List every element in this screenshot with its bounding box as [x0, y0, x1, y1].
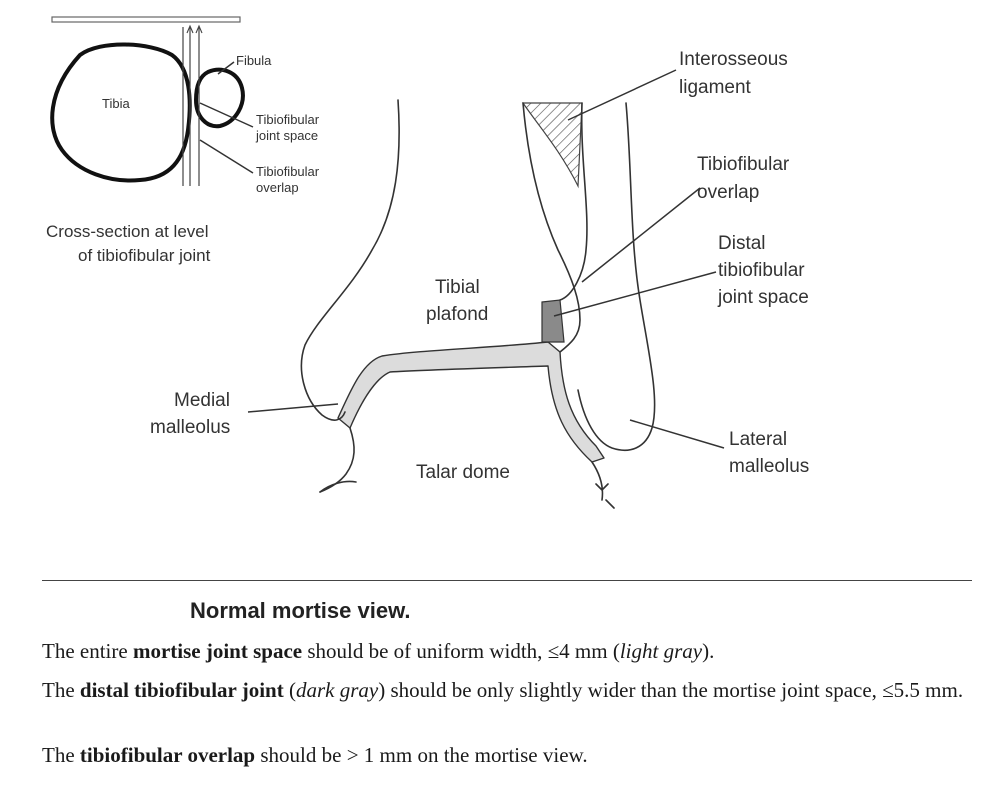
- distal-joint-leader: [553, 271, 717, 317]
- cap3-a: The: [42, 743, 80, 767]
- cap2-b: distal tibiofibular joint: [79, 678, 284, 702]
- talar-dome-label: Talar dome: [416, 462, 510, 483]
- distal-label-1: Distal: [718, 233, 766, 254]
- caption-title: Normal mortise view.: [190, 598, 411, 623]
- inset-joint-space-label-2: joint space: [255, 128, 318, 143]
- interosseous-label-1: Interosseous: [679, 49, 788, 70]
- fibula-outer-line: [577, 102, 656, 452]
- cap1-e: ).: [702, 639, 715, 663]
- fibula-label: Fibula: [236, 53, 272, 68]
- fibula-leader: [217, 61, 235, 75]
- cap1-b: mortise joint space: [132, 639, 303, 663]
- overlap-label-2: overlap: [697, 182, 759, 203]
- tibia-label: Tibia: [102, 96, 130, 111]
- plafond-label-1: Tibial: [435, 277, 480, 298]
- cap3-b: tibiofibular overlap: [79, 743, 256, 767]
- inset-overlap-leader: [199, 139, 254, 174]
- fibula-inner-line: [522, 102, 581, 353]
- caption-line-2: The distal tibiofibular joint (dark gray…: [42, 677, 972, 703]
- interosseous-ligament: [521, 102, 583, 189]
- plafond-label-2: plafond: [426, 304, 488, 325]
- cross-section-inset: Tibia Fibula Tibiofibular joint space Ti…: [46, 16, 320, 265]
- cap1-c: should be of uniform width, ≤4 mm (: [302, 639, 620, 663]
- caption-line-1: The entire mortise joint space should be…: [42, 638, 972, 664]
- cap2-c: (: [283, 678, 296, 702]
- interosseous-leader: [567, 69, 677, 121]
- mortise-view: Interosseous ligament Tibiofibular overl…: [150, 49, 809, 509]
- medial-label-2: malleolus: [150, 417, 230, 438]
- ankle-mortise-diagram: Tibia Fibula Tibiofibular joint space Ti…: [46, 16, 809, 509]
- distal-label-3: joint space: [717, 287, 809, 308]
- cap2-d: dark gray: [295, 678, 379, 702]
- tibia-lateral-line: [559, 102, 588, 301]
- inset-top-bar: [51, 16, 241, 23]
- cap3-c: should be > 1 mm on the mortise view.: [255, 743, 588, 767]
- fibula-cross-section: [194, 67, 245, 129]
- projection-arrow-1: [186, 24, 194, 34]
- tibia-outline: [300, 99, 400, 421]
- inset-caption-line-2: of tibiofibular joint: [78, 246, 211, 265]
- inset-overlap-label-1: Tibiofibular: [256, 164, 320, 179]
- inset-caption-line-1: Cross-section at level: [46, 222, 209, 241]
- joint-space-leader: [199, 102, 254, 128]
- caption-divider: [42, 580, 972, 581]
- lateral-leader: [629, 419, 725, 449]
- inset-overlap-label-2: overlap: [256, 180, 299, 195]
- cap1-a: The entire: [42, 639, 133, 663]
- talus-right: [591, 461, 615, 509]
- lateral-label-2: malleolus: [729, 456, 809, 477]
- overlap-leader: [581, 187, 701, 283]
- cap1-d: light gray: [619, 639, 703, 663]
- overlap-label-1: Tibiofibular: [697, 154, 790, 175]
- medial-leader: [247, 403, 339, 413]
- cap2-e: ) should be only slightly wider than the…: [378, 678, 964, 702]
- caption-line-3: The tibiofibular overlap should be > 1 m…: [42, 742, 972, 768]
- projection-arrow-2: [195, 24, 203, 34]
- interosseous-label-2: ligament: [679, 77, 752, 98]
- inset-joint-space-label-1: Tibiofibular: [256, 112, 320, 127]
- tibia-cross-section: [50, 42, 192, 183]
- distal-label-2: tibiofibular: [718, 260, 805, 281]
- lateral-label-1: Lateral: [729, 429, 787, 450]
- talus-left: [319, 480, 357, 493]
- medial-label-1: Medial: [174, 390, 230, 411]
- distal-tibiofibular-joint-space: [541, 299, 565, 343]
- mortise-joint-space: [337, 341, 605, 463]
- cap2-a: The: [42, 678, 80, 702]
- medial-malleolus-tip: [319, 427, 355, 493]
